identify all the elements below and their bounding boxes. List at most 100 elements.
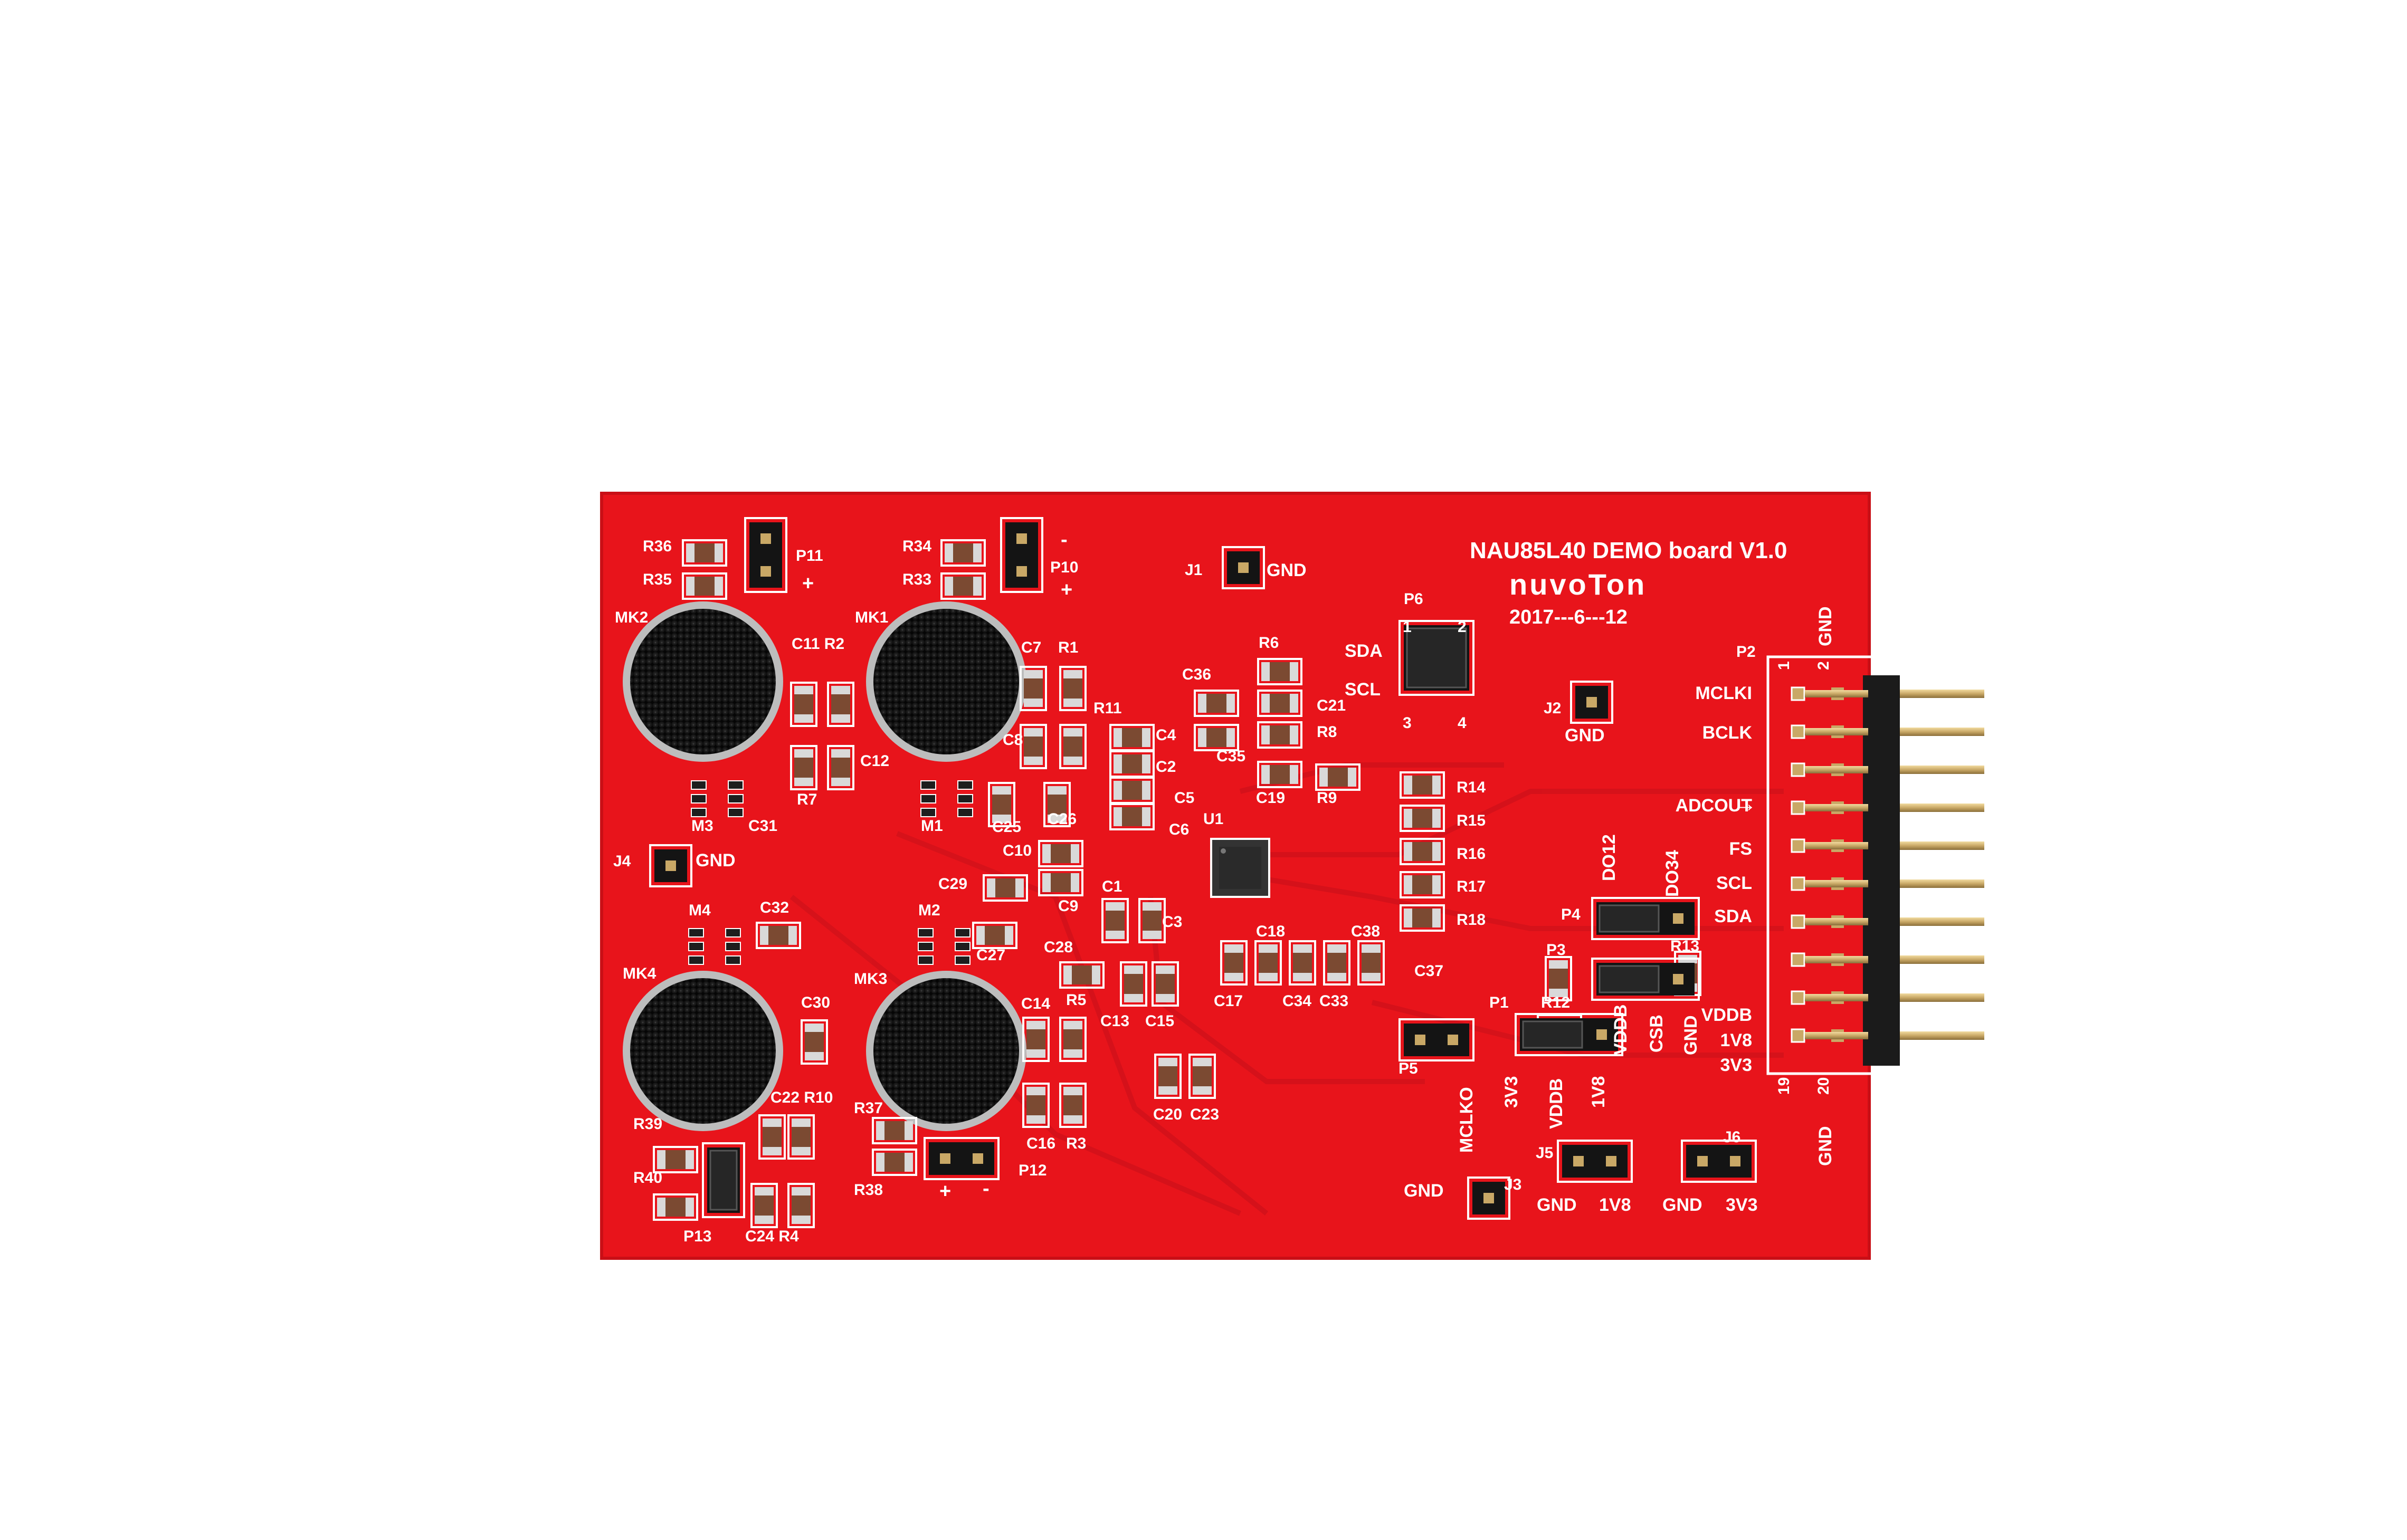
label-r34: R34 <box>902 538 931 555</box>
smd-r35 <box>682 572 727 600</box>
label-r35: R35 <box>643 571 672 588</box>
label-minus-p10: - <box>1061 529 1068 551</box>
smd-c35 <box>1194 724 1239 751</box>
jumper-j6 <box>1681 1140 1757 1183</box>
smd-c25 <box>988 782 1015 827</box>
label-c20: C20 <box>1153 1106 1182 1123</box>
test-point-j3 <box>1467 1176 1510 1220</box>
label-r1: R1 <box>1058 639 1078 656</box>
microphone-mk1 <box>866 601 1026 762</box>
header-pin-row <box>1791 952 1984 967</box>
smd-c5a <box>1109 777 1155 804</box>
smd-r10 <box>787 1114 815 1160</box>
smd-c12 <box>790 745 817 790</box>
label-c34: C34 <box>1282 992 1311 1010</box>
p2-signal-label: MCLKI <box>1695 683 1752 703</box>
label-j6-3v3: 3V3 <box>1726 1195 1758 1215</box>
label-plus-p10: + <box>1061 579 1072 601</box>
label-p2-gnd-bottom: GND <box>1815 1126 1835 1166</box>
smd-c4a <box>1109 724 1155 751</box>
jumper-p6 <box>1398 620 1474 696</box>
label-j6-gnd: GND <box>1662 1195 1702 1215</box>
label-vddb-p3: VDDB <box>1611 1005 1631 1055</box>
smd-r16 <box>1400 838 1445 865</box>
label-j2: J2 <box>1544 700 1561 717</box>
p2-signal-label: 3V3 <box>1720 1055 1753 1075</box>
smd-r7b <box>827 745 854 790</box>
smd-c2a <box>1109 750 1155 778</box>
label-r17: R17 <box>1457 878 1486 895</box>
jumper-p11 <box>744 517 787 593</box>
test-point-j4 <box>649 844 692 887</box>
smd-r2 <box>827 682 854 727</box>
smd-c32 <box>756 922 801 949</box>
ic-u1 <box>1210 838 1270 898</box>
mosfet-m2 <box>918 928 971 965</box>
header-pin-row <box>1791 762 1984 777</box>
label-c33: C33 <box>1319 992 1348 1010</box>
jumper-p5 <box>1398 1018 1474 1061</box>
label-sda-p6: SDA <box>1345 641 1383 661</box>
label-c27: C27 <box>976 946 1005 964</box>
label-c5: C5 <box>1174 789 1194 807</box>
label-plus-p11: + <box>802 572 814 595</box>
label-j3-gnd: GND <box>1404 1181 1444 1201</box>
label-j5: J5 <box>1536 1144 1553 1162</box>
smd-c34 <box>1254 940 1282 986</box>
label-plus-p12: + <box>939 1180 951 1202</box>
mosfet-m1 <box>920 780 973 817</box>
label-c9: C9 <box>1058 897 1078 915</box>
p2-signal-label: 1V8 <box>1720 1030 1753 1050</box>
label-c30: C30 <box>801 994 830 1011</box>
label-c13: C13 <box>1100 1012 1129 1030</box>
label-c1: C1 <box>1102 878 1122 895</box>
header-pin-row <box>1791 1028 1984 1043</box>
smd-r4 <box>787 1183 815 1228</box>
label-p2: P2 <box>1736 643 1756 661</box>
header-pin-row <box>1791 990 1984 1005</box>
label-mk2: MK2 <box>615 609 648 626</box>
header-pins <box>1791 686 1984 1043</box>
label-c11r2: C11 R2 <box>792 635 844 653</box>
label-do34: DO34 <box>1662 850 1682 897</box>
label-do12: DO12 <box>1599 834 1619 881</box>
label-m1: M1 <box>921 817 943 835</box>
label-j4-gnd: GND <box>696 850 736 871</box>
p2-signal-label: BCLK <box>1702 723 1753 743</box>
label-p13: P13 <box>683 1228 711 1245</box>
label-m2: M2 <box>918 902 940 919</box>
label-j4: J4 <box>613 853 631 870</box>
p2-signal-label: SDA <box>1714 906 1752 926</box>
jumper-p10 <box>1000 517 1043 593</box>
label-mk3: MK3 <box>854 970 887 988</box>
smd-r17 <box>1400 871 1445 898</box>
label-j3: J3 <box>1504 1176 1521 1193</box>
board-title: NAU85L40 DEMO board V1.0 <box>1470 538 1787 563</box>
smd-c10 <box>1038 840 1083 867</box>
smd-c30 <box>801 1019 828 1065</box>
label-r8: R8 <box>1317 723 1337 741</box>
smd-r1 <box>1059 666 1087 711</box>
label-c29: C29 <box>938 875 967 893</box>
label-p12: P12 <box>1019 1162 1046 1179</box>
label-c28: C28 <box>1044 939 1073 956</box>
header-pin-row <box>1791 800 1984 815</box>
label-mk1: MK1 <box>855 609 888 626</box>
jumper-p3 <box>1591 958 1700 1001</box>
label-p6-pin4: 4 <box>1458 714 1467 732</box>
smd-r38 <box>872 1149 917 1176</box>
label-c4: C4 <box>1156 726 1176 744</box>
label-p2-pin20: 20 <box>1815 1077 1832 1095</box>
smd-c21 <box>1257 690 1302 717</box>
label-p2-pin19: 19 <box>1775 1077 1793 1095</box>
smd-c7 <box>1020 666 1047 711</box>
label-r6: R6 <box>1259 634 1279 652</box>
label-r14: R14 <box>1457 779 1486 796</box>
smd-r33 <box>940 572 986 600</box>
smd-c13 <box>1120 961 1147 1007</box>
jumper-j5 <box>1557 1140 1633 1183</box>
header-pin-row <box>1791 838 1984 853</box>
label-mclko: MCLKO <box>1457 1087 1477 1153</box>
label-c31: C31 <box>748 817 777 835</box>
